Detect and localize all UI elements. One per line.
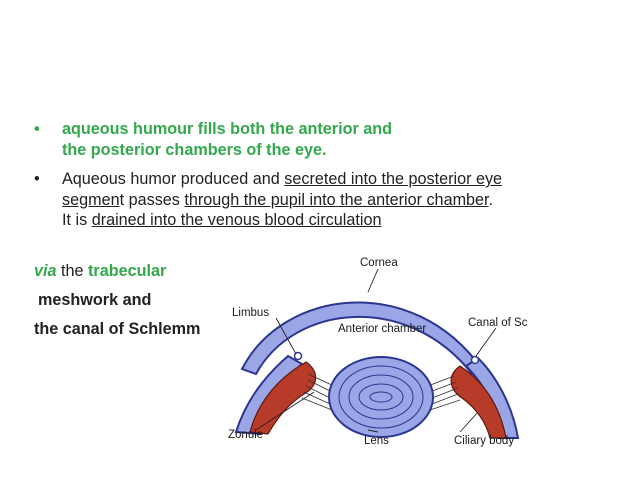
label-lens: Lens [364,435,389,447]
bullet2-text: . [488,190,494,209]
eye-anterior-diagram: Cornea Limbus Anterior chamber Canal of … [228,257,528,447]
lens-shape [328,356,434,438]
ciliary-body-left [249,361,317,435]
label-cornea: Cornea [360,257,398,269]
via-trabecular-line: via the trabecular [34,261,166,281]
bullet2-line3: It is drained into the venous blood circ… [62,210,634,231]
bullet2-line1: Aqueous humor produced and secreted into… [62,169,634,190]
canal-dot-left [293,351,303,361]
bullet-aqueous-produced: • Aqueous humor produced and secreted in… [34,169,634,231]
bullet1-line2: the posterior chambers of the eye. [62,140,327,159]
bullet-dot: • [34,120,40,138]
via-text: via [34,262,57,280]
label-ciliary-body: Ciliary body [454,435,514,447]
bullet-list: • aqueous humour fills both the anterior… [34,119,634,231]
canal-dot-right [470,355,480,365]
bullet2-text: Aqueous humor produced and [62,170,285,188]
bullet1-line1: aqueous humour fills both the anterior a… [62,120,393,138]
bullet-aqueous-fills: • aqueous humour fills both the anterior… [34,119,634,160]
label-zonule: Zonule [228,429,263,441]
bullet2-text: t passes [119,190,185,209]
the-text: the [56,262,89,280]
label-limbus: Limbus [232,307,269,319]
bullet2-underlined-segment: segmen [62,190,120,209]
canal-of-schlemm-line: the canal of Schlemm [34,320,201,338]
ciliary-body-right [450,365,507,439]
zonule-fibers [301,373,461,411]
bullet2-underlined-drained: drained into the venous blood circulatio… [91,211,382,229]
label-anterior-chamber: Anterior chamber [338,323,426,335]
bullet2-text: It is [62,211,92,229]
trabecular-text: trabecular [88,262,167,280]
bullet2-line2: segment passes through the pupil into th… [62,190,634,211]
bullet2-underlined-pupil: through the pupil into the anterior cham… [184,190,489,209]
bullet-dot: • [34,170,40,188]
label-leaders [255,268,497,433]
label-canal-of-schlemm: Canal of Schlemm [468,317,528,329]
lens-rings [338,365,424,429]
bullet2-underlined-secreted: secreted into the posterior eye [284,170,503,188]
meshwork-line: meshwork and [38,291,152,309]
